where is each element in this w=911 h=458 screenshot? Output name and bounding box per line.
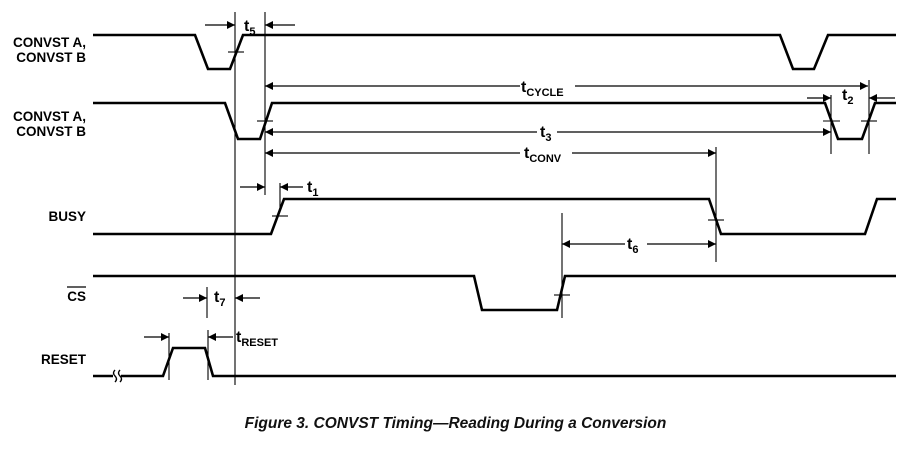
- convst1-label-line1: CONVST A,: [13, 35, 86, 50]
- t2-label: t2: [842, 87, 853, 107]
- treset-dimension: tRESET: [144, 329, 278, 349]
- tconv-dimension: tCONV: [265, 145, 716, 165]
- t1-dimension: t1: [240, 179, 318, 199]
- t6-dimension: t6: [562, 236, 716, 256]
- convst1-waveform: [93, 33, 896, 71]
- busy-label: BUSY: [48, 209, 86, 224]
- reset-waveform: [121, 346, 896, 378]
- t7-dimension: t7: [183, 289, 260, 309]
- busy-waveform: [93, 197, 896, 236]
- t6-label: t6: [627, 236, 638, 256]
- t2-dimension: t2: [807, 87, 895, 107]
- t1-label: t1: [307, 179, 318, 199]
- tconv-label: tCONV: [524, 145, 562, 165]
- convst2-label-line1: CONVST A,: [13, 109, 86, 124]
- tcycle-dimension: tCYCLE: [265, 79, 868, 99]
- break-symbol-icon: [112, 369, 123, 383]
- tcycle-label: tCYCLE: [521, 79, 564, 99]
- treset-label: tRESET: [236, 329, 278, 349]
- cs-waveform: [93, 274, 896, 312]
- signal-labels: CONVST A, CONVST B CONVST A, CONVST B BU…: [13, 35, 87, 367]
- convst2-label-line2: CONVST B: [16, 124, 86, 139]
- t5-dimension: t5: [205, 18, 295, 38]
- cs-label: CS: [67, 289, 86, 304]
- t3-label: t3: [540, 124, 551, 144]
- timing-diagram: CONVST A, CONVST B CONVST A, CONVST B BU…: [13, 12, 896, 385]
- crossing-ticks: [228, 51, 877, 296]
- figure-caption: Figure 3. CONVST Timing—Reading During a…: [244, 415, 667, 432]
- t7-label: t7: [214, 289, 225, 309]
- t3-dimension: t3: [265, 124, 831, 144]
- reset-label: RESET: [41, 352, 87, 367]
- t5-label: t5: [244, 18, 255, 38]
- convst1-label-line2: CONVST B: [16, 50, 86, 65]
- convst2-waveform: [93, 101, 896, 141]
